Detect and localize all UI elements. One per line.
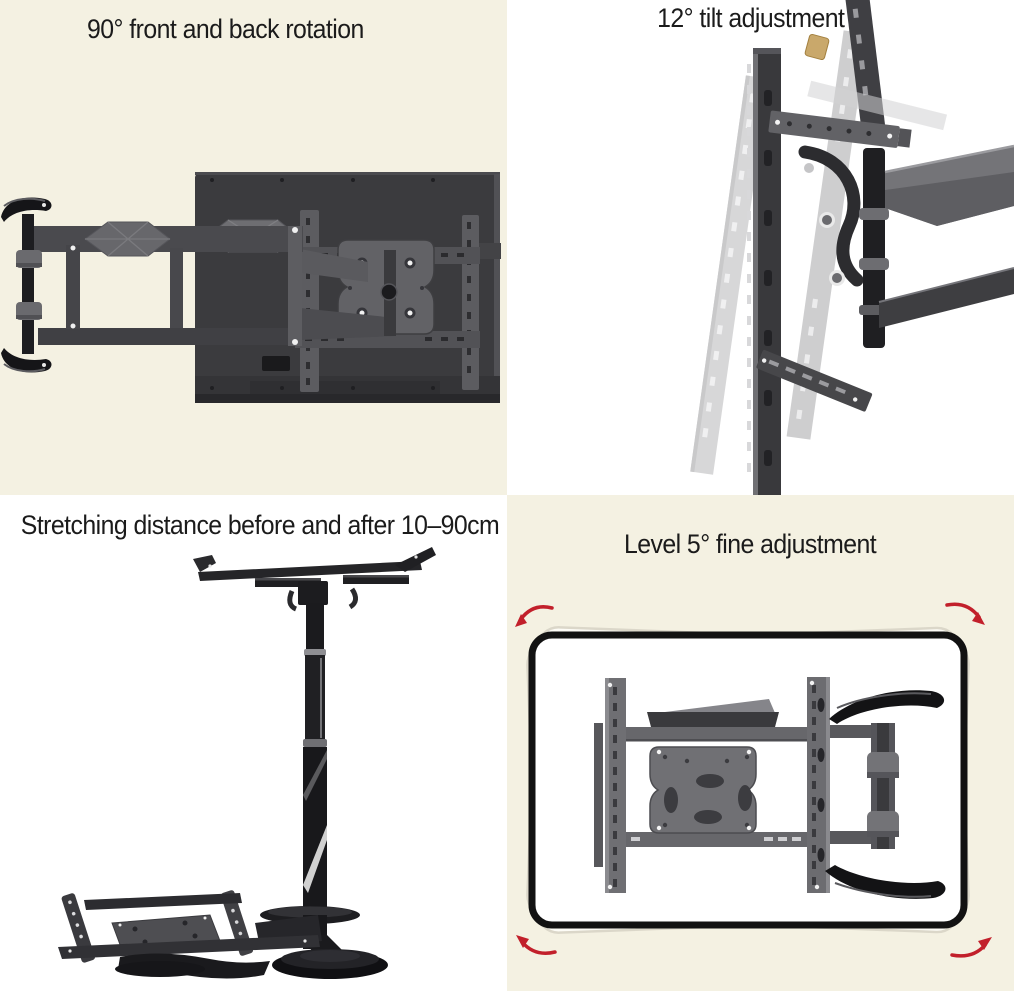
caption-level-text: Level 5° fine adjustment bbox=[624, 529, 877, 559]
stretch-illustration bbox=[58, 547, 436, 979]
folded-mount-base bbox=[58, 890, 322, 979]
panel-rotation: 90° front and back rotation bbox=[0, 0, 507, 495]
rotate-arrow-bottom-right-icon bbox=[950, 937, 992, 958]
bottom-arm bbox=[626, 832, 808, 847]
wall-rail-right bbox=[807, 677, 830, 893]
hub-knob bbox=[380, 283, 398, 301]
lower-arm bbox=[878, 267, 1014, 328]
caption-stretch-text: Stretching distance before and after 10–… bbox=[20, 510, 500, 540]
hinge-post bbox=[859, 148, 889, 348]
panel-stretch: Stretching distance before and after 10–… bbox=[0, 495, 507, 991]
end-blade-bottom bbox=[1, 348, 52, 373]
mount-top-view bbox=[594, 677, 946, 899]
rotate-arrow-bottom-left-icon bbox=[516, 935, 557, 955]
back-strip bbox=[594, 723, 603, 867]
top-wing-bracket bbox=[193, 547, 436, 612]
vesa-plate bbox=[649, 746, 757, 834]
wall-end-assembly bbox=[1, 197, 52, 373]
telescoping-pole bbox=[303, 603, 327, 919]
pivot-pillar bbox=[867, 723, 899, 849]
caption-stretch: Stretching distance before and after 10–… bbox=[0, 510, 507, 541]
screw-highlights bbox=[70, 227, 298, 345]
extension-arms bbox=[33, 221, 303, 346]
blade-bottom bbox=[825, 865, 946, 899]
gold-clip bbox=[804, 33, 830, 61]
top-crossbar bbox=[768, 110, 912, 148]
panel-tilt: 12° tilt adjustment bbox=[507, 0, 1014, 495]
rotate-arrow-top-right-icon bbox=[945, 602, 985, 625]
blade-top bbox=[829, 690, 945, 724]
tv-rail-left bbox=[605, 678, 626, 893]
panel-level: Level 5° fine adjustment bbox=[507, 495, 1014, 991]
upper-arm bbox=[884, 144, 1014, 226]
caption-level: Level 5° fine adjustment bbox=[507, 529, 1014, 560]
top-arm bbox=[626, 727, 808, 741]
tilt-hinge bbox=[798, 145, 864, 287]
end-blade-top bbox=[1, 197, 52, 222]
tv-port-cutout bbox=[262, 356, 290, 371]
tilt-illustration bbox=[690, 0, 1014, 495]
caption-rotation: 90° front and back rotation bbox=[0, 14, 507, 45]
rotate-arrow-top-left-icon bbox=[515, 605, 554, 627]
caption-tilt-text: 12° tilt adjustment bbox=[656, 3, 845, 33]
tv-screw-holes bbox=[210, 178, 435, 390]
tv-logo-emboss bbox=[477, 243, 501, 259]
level-illustration bbox=[515, 602, 992, 958]
rotation-illustration bbox=[1, 172, 501, 403]
ghost-crossbar bbox=[807, 80, 948, 131]
base-disc bbox=[272, 935, 388, 979]
solid-rail-right-top bbox=[844, 0, 886, 131]
caption-tilt: 12° tilt adjustment bbox=[507, 3, 1014, 34]
caption-rotation-text: 90° front and back rotation bbox=[87, 14, 364, 44]
lower-crossbar bbox=[756, 349, 873, 412]
